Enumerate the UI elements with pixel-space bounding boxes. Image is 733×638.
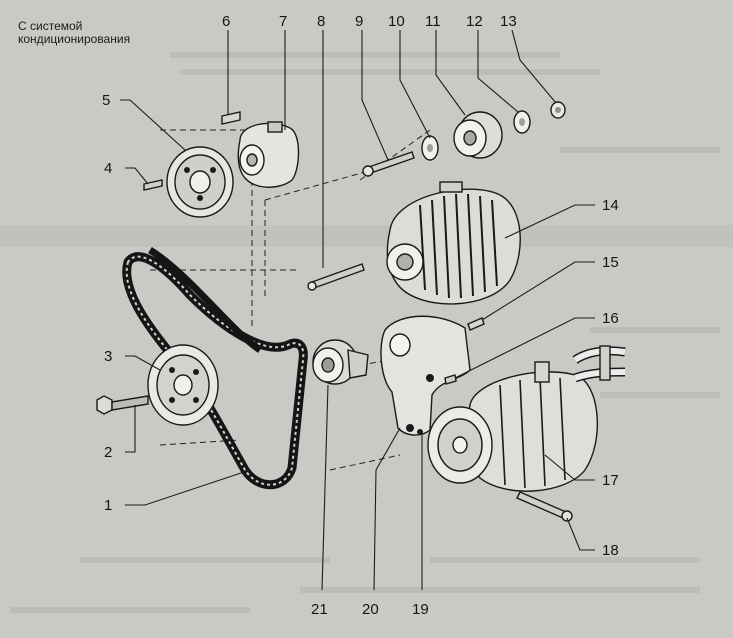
bolt-16 xyxy=(444,374,457,385)
callout-14: 14 xyxy=(602,197,619,214)
ac-compressor xyxy=(427,361,598,492)
bolt-9 xyxy=(362,151,415,177)
callout-19: 19 xyxy=(412,601,429,618)
power-steering-pulley xyxy=(166,146,234,218)
washer-10 xyxy=(421,135,439,161)
callout-9: 9 xyxy=(355,13,363,30)
callout-15: 15 xyxy=(602,254,619,271)
callout-12: 12 xyxy=(466,13,483,30)
crank-bolt xyxy=(96,395,149,415)
background-band xyxy=(0,225,733,247)
callout-13: 13 xyxy=(500,13,517,30)
callout-20: 20 xyxy=(362,601,379,618)
power-steering-pump xyxy=(237,121,300,188)
belt-tensioner xyxy=(312,339,369,385)
callout-numbers: 1 2 3 4 5 6 7 8 9 10 11 12 13 14 15 16 1… xyxy=(102,13,619,618)
callout-16: 16 xyxy=(602,310,619,327)
diagram-caption: С системой кондиционирования xyxy=(18,20,130,46)
callout-18: 18 xyxy=(602,542,619,559)
mounting-bracket xyxy=(380,315,471,436)
callout-11: 11 xyxy=(425,13,441,30)
background-texture xyxy=(10,52,720,613)
callout-4: 4 xyxy=(104,160,112,177)
crankshaft-pulley xyxy=(147,344,219,426)
callout-1: 1 xyxy=(104,497,112,514)
bolt-15 xyxy=(467,317,485,331)
bolt-18 xyxy=(516,491,573,522)
bolt-8 xyxy=(307,263,365,291)
callout-7: 7 xyxy=(279,13,287,30)
callout-2: 2 xyxy=(104,444,112,461)
callout-21: 21 xyxy=(311,601,328,618)
callout-5: 5 xyxy=(102,92,110,109)
idler-roller-11 xyxy=(453,111,503,159)
pulley-bolt xyxy=(143,179,163,191)
bushing-13 xyxy=(550,101,566,119)
callout-17: 17 xyxy=(602,472,619,489)
ac-pipes xyxy=(572,345,626,383)
callout-3: 3 xyxy=(104,348,112,365)
caption-line-1: С системой xyxy=(18,19,83,33)
caption-line-2: кондиционирования xyxy=(18,32,131,46)
washer-12 xyxy=(513,110,531,134)
callout-8: 8 xyxy=(317,13,325,30)
callout-6: 6 xyxy=(222,13,230,30)
callout-10: 10 xyxy=(388,13,405,30)
bolt-6 xyxy=(221,111,241,125)
leader-lines xyxy=(120,29,595,591)
alternator xyxy=(386,181,521,305)
